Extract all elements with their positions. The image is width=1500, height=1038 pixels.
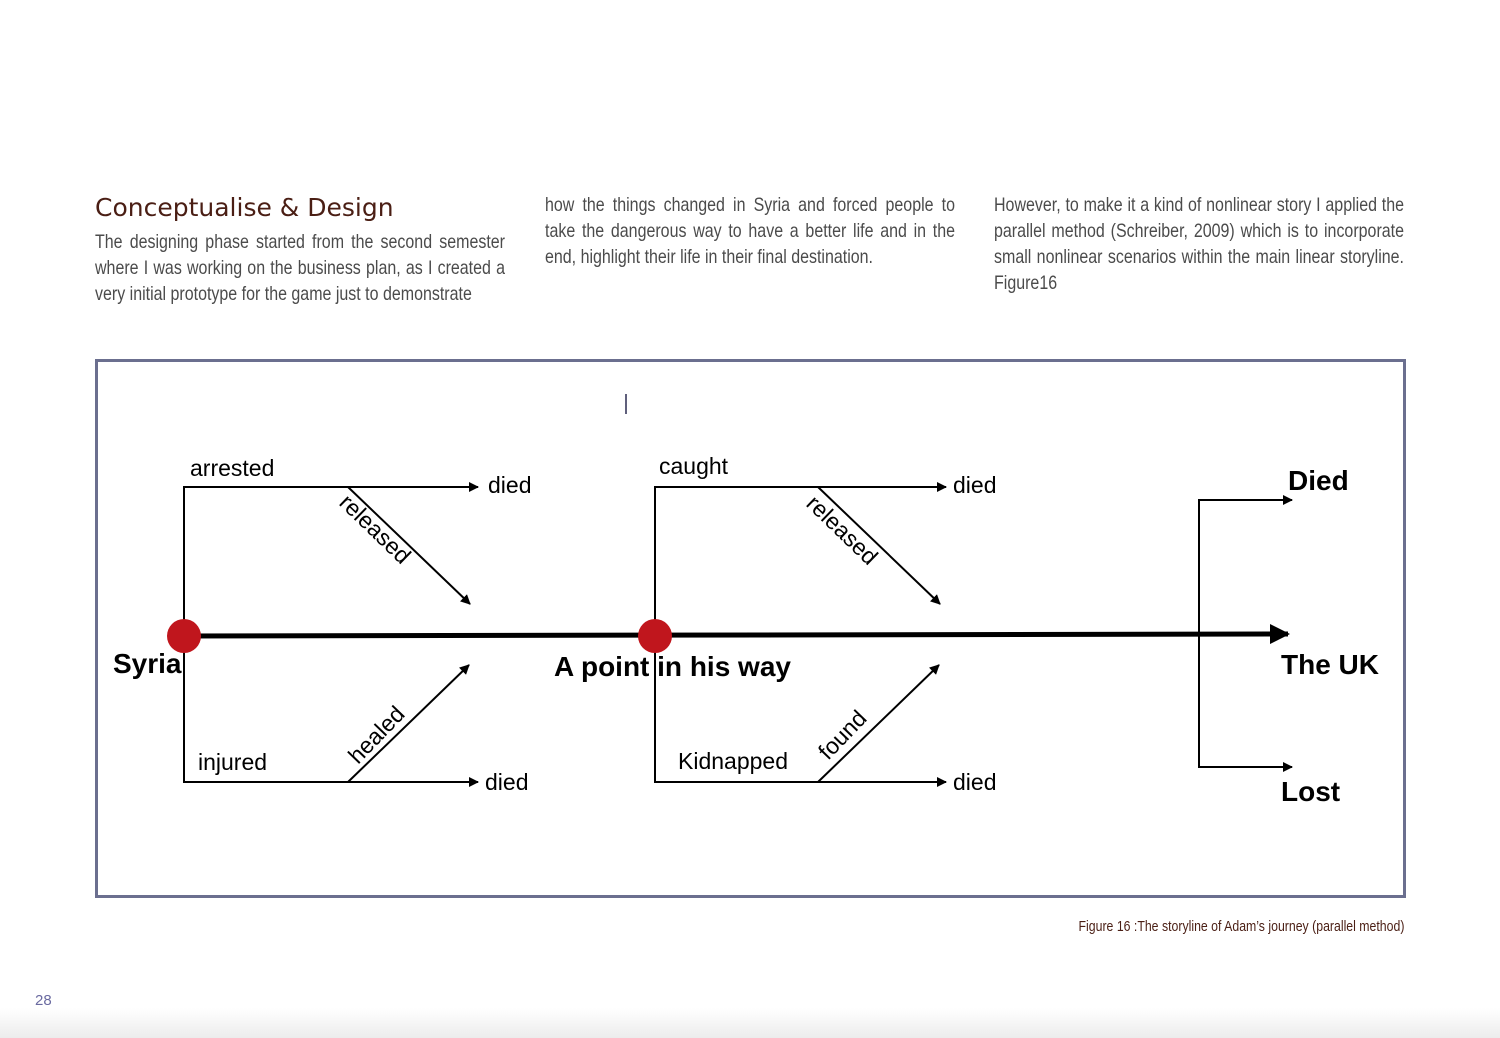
branch-1-lower-diagonal-label: healed (343, 701, 410, 769)
branch-2-lower-diagonal-arrow (817, 664, 940, 783)
outcome-lost-label: Lost (1281, 776, 1340, 807)
branch-1-upper-label: arrested (190, 455, 274, 481)
branch-1-upper-diagonal-arrow (347, 486, 471, 605)
branch-1-lower-path (183, 636, 479, 787)
branch-2-upper-label: caught (659, 453, 729, 479)
branch-2-upper-path (654, 482, 947, 636)
branch-2-lower-outcome: died (953, 769, 996, 795)
page-number: 28 (35, 992, 52, 1009)
branch-2-lower-path (654, 636, 947, 787)
syria-node (167, 619, 201, 653)
branch-1-lower-diagonal-arrow (347, 664, 470, 783)
branch-1-upper-outcome: died (488, 472, 531, 498)
body-text-column-2: how the things changed in Syria and forc… (545, 194, 955, 268)
start-node-label: Syria (113, 648, 182, 679)
end-node-label: The UK (1281, 649, 1379, 680)
body-text-column-3: However, to make it a kind of nonlinear … (994, 194, 1404, 294)
section-heading: Conceptualise & Design (95, 193, 394, 222)
branch-1-upper-diagonal-label: released (335, 489, 417, 569)
main-storyline-arrow (183, 624, 1290, 645)
branch-1-upper-path (183, 482, 479, 636)
branch-2-upper-diagonal-arrow (817, 486, 941, 605)
outcome-died-label: Died (1288, 465, 1349, 496)
body-text-column-1: The designing phase started from the sec… (95, 231, 505, 305)
branch-1-lower-outcome: died (485, 769, 528, 795)
storyline-diagram: arrested died released injured died heal… (113, 394, 1379, 807)
branch-2-lower-diagonal-label: found (813, 705, 872, 764)
branch-2-upper-diagonal-label: released (802, 490, 884, 570)
branch-2-upper-outcome: died (953, 472, 996, 498)
branch-1-lower-label: injured (198, 749, 267, 775)
final-fork-lower-path (1198, 634, 1293, 772)
final-fork-upper-path (1198, 495, 1293, 634)
waypoint-node (638, 619, 672, 653)
storyline-figure: arrested died released injured died heal… (95, 359, 1406, 898)
middle-node-label: A point in his way (554, 651, 791, 682)
figure-caption: Figure 16 :The storyline of Adam’s journ… (1078, 918, 1404, 935)
page-bottom-shadow (0, 1008, 1500, 1038)
branch-2-lower-label: Kidnapped (678, 748, 788, 774)
